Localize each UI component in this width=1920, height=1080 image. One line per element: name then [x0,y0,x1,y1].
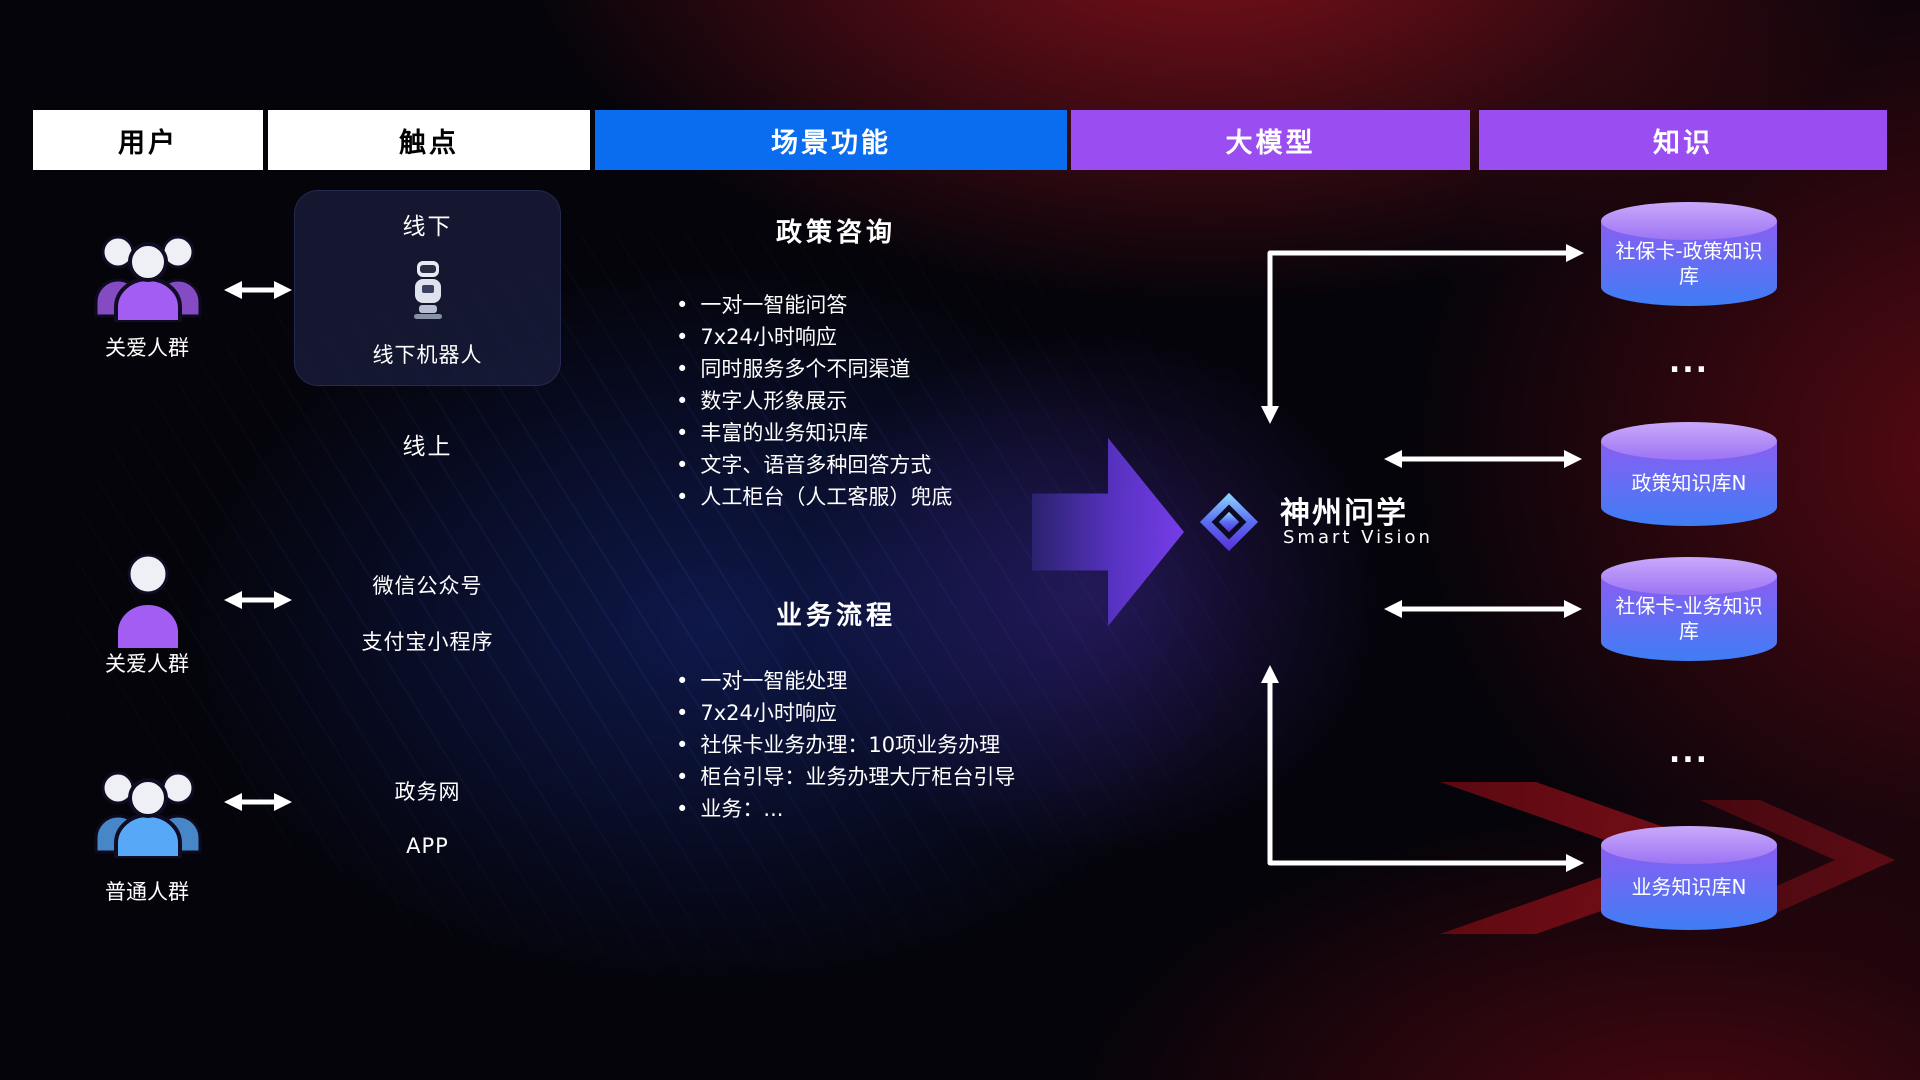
user-label-care-2: 关爱人群 [105,652,189,676]
header-touchpoints: 触点 [268,110,590,170]
arrow-model-policy-kb-n [1384,450,1582,468]
arrow-model-business-kb-n [1261,665,1584,872]
robot-icon [413,261,442,319]
channel-gov-web: 政务网 [394,780,461,804]
kb-label: 业务知识库N [1631,875,1747,899]
list-item: 7x24小时响应 [676,697,1015,729]
list-item-text: 业务：... [700,797,784,821]
list-item-text: 文字、语音多种回答方式 [700,453,932,477]
user-label-care-1: 关爱人群 [105,336,189,360]
kb-cylinder-business-ssc: 社保卡-业务知识库 [1601,557,1777,661]
list-item-text: 一对一智能处理 [700,669,848,693]
header-knowledge: 知识 [1479,110,1887,170]
kb-ellipsis-2: ... [1668,735,1710,770]
offline-title: 线下 [402,214,453,240]
model-subtitle: Smart Vision [1283,527,1433,548]
header-users: 用户 [33,110,263,170]
arrow-user2-touchpoint [224,591,292,609]
list-item: 柜台引导：业务办理大厅柜台引导 [676,761,1015,793]
user-label-general: 普通人群 [105,880,189,904]
channel-app: APP [406,834,449,858]
kb-cylinder-policy-ssc: 社保卡-政策知识库 [1601,202,1777,306]
list-item: 人工柜台（人工客服）兜底 [676,481,952,513]
user-group-care-1 [82,216,214,322]
arrow-user3-touchpoint [224,793,292,811]
model-name: 神州问学 [1280,496,1408,531]
person-icon [118,553,178,648]
list-item: 一对一智能问答 [676,289,952,321]
kb-label: 社保卡-业务知识库 [1615,593,1763,643]
list-item-text: 同时服务多个不同渠道 [700,357,911,381]
group-icon [94,235,202,322]
header-large-model: 大模型 [1071,110,1470,170]
list-item: 数字人形象展示 [676,385,952,417]
user-person-care-2 [110,548,186,648]
kb-label: 政策知识库N [1631,471,1747,495]
list-item-text: 7x24小时响应 [700,325,837,349]
list-item-text: 丰富的业务知识库 [700,421,869,445]
channel-wechat: 微信公众号 [372,574,483,598]
business-process-list: 一对一智能处理 7x24小时响应 社保卡业务办理：10项业务办理 柜台引导：业务… [676,665,1015,825]
online-label: 线上 [402,434,453,460]
list-item-text: 柜台引导：业务办理大厅柜台引导 [700,765,1016,789]
model-logo [1192,485,1266,559]
group-icon [94,771,202,858]
user-group-general [82,752,214,858]
diamond-logo-icon [1199,492,1259,552]
list-item: 业务：... [676,793,1015,825]
list-item: 7x24小时响应 [676,321,952,353]
list-item-text: 7x24小时响应 [700,701,837,725]
section-title-business-process: 业务流程 [775,601,896,631]
list-item: 同时服务多个不同渠道 [676,353,952,385]
section-title-policy-consult: 政策咨询 [775,218,896,248]
offline-touchpoint-card: 线下 线下机器人 [294,190,561,386]
list-item-text: 一对一智能问答 [700,293,848,317]
list-item-text: 社保卡业务办理：10项业务办理 [700,733,1001,757]
list-item-text: 数字人形象展示 [700,389,848,413]
list-item: 一对一智能处理 [676,665,1015,697]
kb-cylinder-business-n: 业务知识库N [1601,826,1777,930]
channel-alipay: 支付宝小程序 [361,630,494,654]
kb-ellipsis-1: ... [1668,345,1710,380]
policy-consult-list: 一对一智能问答 7x24小时响应 同时服务多个不同渠道 数字人形象展示 丰富的业… [676,289,952,513]
flow-arrow-right [1032,437,1184,627]
kb-label: 社保卡-政策知识库 [1615,238,1763,288]
list-item: 丰富的业务知识库 [676,417,952,449]
kb-cylinder-policy-n: 政策知识库N [1601,422,1777,526]
list-item: 文字、语音多种回答方式 [676,449,952,481]
offline-caption: 线下机器人 [372,343,483,367]
arrow-model-policy-kb [1261,244,1584,424]
header-scenario-functions: 场景功能 [595,110,1067,170]
list-item: 社保卡业务办理：10项业务办理 [676,729,1015,761]
list-item-text: 人工柜台（人工客服）兜底 [700,485,953,509]
arrow-user1-touchpoint [224,281,292,299]
arrow-model-business-kb [1384,600,1582,618]
